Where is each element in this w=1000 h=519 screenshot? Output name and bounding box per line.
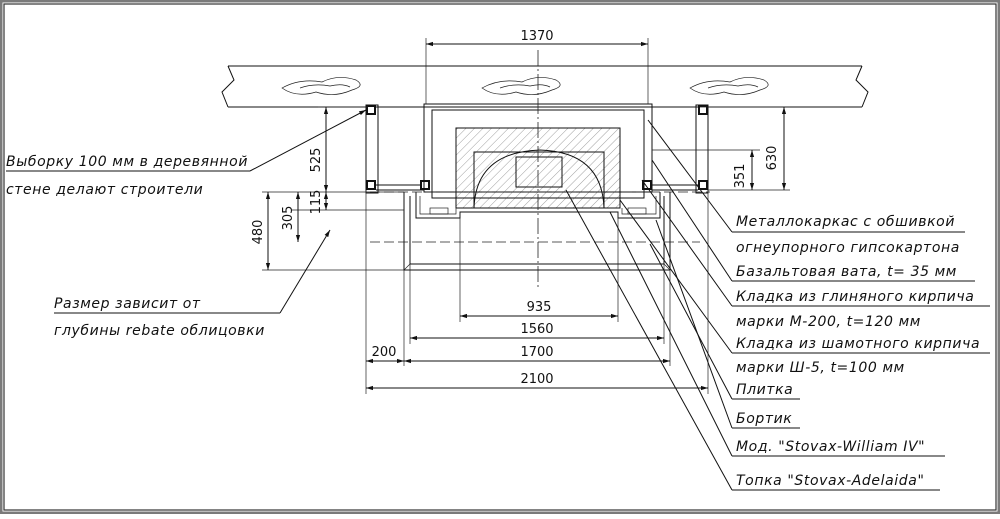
metal-frame-left — [365, 104, 430, 194]
note-r1-line1: Металлокаркас с обшивкой — [736, 214, 955, 230]
dim-label-115: 115 — [309, 190, 324, 215]
note-left-2-line2: глубины rebate облицовки — [54, 323, 265, 339]
metal-frame-right — [642, 104, 709, 194]
dim-label-1560: 1560 — [520, 322, 553, 337]
note-left-1-line1: Выборку 100 мм в деревянной — [6, 154, 248, 170]
note-r7: Мод. "Stovax-William IV" — [736, 439, 925, 455]
note-r1-line2: огнеупорного гипсокартона — [736, 240, 960, 256]
wooden-wall — [221, 65, 869, 108]
note-left-2-line1: Размер зависит от — [54, 296, 201, 312]
dim-label-630: 630 — [765, 146, 780, 171]
dim-label-351: 351 — [733, 164, 748, 189]
note-r8: Топка "Stovax-Adelaida" — [736, 473, 924, 489]
dim-label-525: 525 — [309, 148, 324, 173]
note-r3-line2: марки М-200, t=120 мм — [736, 314, 921, 330]
inner-frame — [3, 3, 997, 511]
dim-label-305: 305 — [281, 206, 296, 231]
leader-left-1 — [6, 109, 367, 172]
dim-label-200: 200 — [372, 345, 397, 360]
note-r6: Бортик — [736, 411, 792, 427]
fireplace-body — [403, 103, 671, 271]
dim-label-480: 480 — [251, 220, 266, 245]
dim-630-351 — [652, 106, 790, 191]
dim-left-stack — [262, 106, 404, 271]
leaders-right — [565, 119, 990, 491]
dim-label-935: 935 — [527, 300, 552, 315]
note-r4-line2: марки Ш-5, t=100 мм — [736, 360, 905, 376]
dim-1370 — [425, 38, 649, 104]
dim-label-2100: 2100 — [520, 372, 553, 387]
dim-label-1700: 1700 — [520, 345, 553, 360]
dim-bottom-stack — [365, 190, 709, 394]
note-r3-line1: Кладка из глиняного кирпича — [736, 289, 974, 305]
note-r5: Плитка — [736, 382, 793, 398]
leader-left-2 — [54, 229, 331, 314]
note-r2: Базальтовая вата, t= 35 мм — [736, 264, 957, 280]
note-left-1-line2: стене делают строители — [6, 182, 203, 198]
dim-label-1370: 1370 — [520, 29, 553, 44]
note-r4-line1: Кладка из шамотного кирпича — [736, 336, 980, 352]
